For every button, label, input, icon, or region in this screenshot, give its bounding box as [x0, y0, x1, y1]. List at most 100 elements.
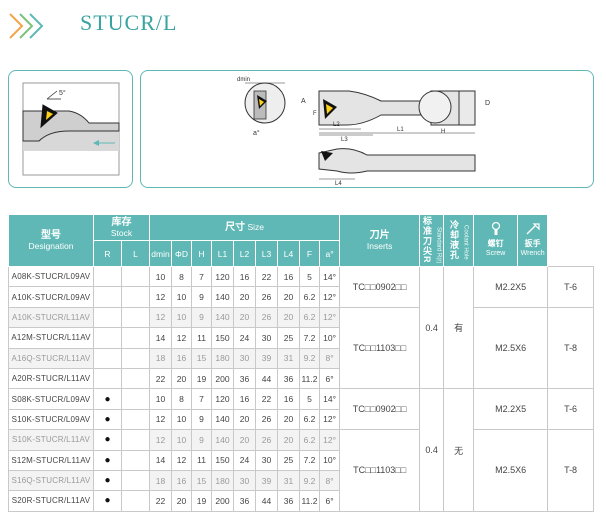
nose-en: Standard R(r)	[435, 226, 442, 264]
screw-cell: M2.2X5	[473, 388, 549, 431]
h-cell: 19	[191, 367, 213, 390]
dmin-cell: 10	[149, 265, 173, 288]
l4-cell: 31	[277, 347, 301, 369]
l3-cell: 39	[255, 347, 279, 369]
designation-cell: A08K-STUCR/L09AV	[8, 265, 94, 288]
f-cell: 5	[299, 388, 321, 410]
l2-cell: 20	[233, 408, 257, 431]
stock-l-cell	[120, 449, 151, 471]
table-row: S10K-STUCR/L09AV ● 12 10 9 140 20 26 20 …	[8, 408, 594, 431]
l1-cell: 120	[211, 265, 235, 288]
dmin-cell: 12	[149, 286, 173, 308]
designation-cell: S12M-STUCR/L11AV	[8, 449, 94, 471]
insert-detail-panel: 5°	[8, 70, 133, 188]
col-angle: a°	[319, 240, 341, 267]
coolant-cn: 冷却液孔	[448, 219, 459, 260]
coolant-en: Coolant Hole	[462, 224, 469, 260]
dim-a-label: A	[301, 98, 306, 105]
l1-cell: 150	[211, 449, 235, 471]
l4-cell: 20	[277, 286, 301, 308]
tool-drawing: dmin a° A F D H L2 L3 L1 L4	[237, 77, 490, 187]
col-l1: L1	[211, 240, 235, 267]
col-l2: L2	[233, 240, 257, 267]
stock-r-cell	[93, 367, 122, 390]
phid-cell: 16	[171, 469, 193, 492]
model-cn: 型号	[41, 230, 61, 241]
l3-cell: 22	[255, 265, 279, 288]
l1-cell: 140	[211, 286, 235, 308]
chevron-right-icon	[9, 13, 44, 39]
designation-cell: S10K-STUCR/L11AV	[8, 429, 94, 451]
nose-cn: 标准刀尖R	[421, 215, 432, 264]
h-cell: 11	[191, 327, 213, 349]
nose-radius-cell: 0.4	[419, 265, 445, 390]
wrench-cn: 扳手	[524, 239, 541, 248]
l2-cell: 16	[233, 265, 257, 288]
phid-cell: 8	[171, 265, 193, 288]
l1-cell: 140	[211, 429, 235, 451]
wrench-cell: T-8	[547, 306, 594, 390]
dmin-cell: 10	[149, 388, 173, 410]
insert-cell: TC□□0902□□	[339, 266, 421, 308]
angle-cell: 8°	[319, 347, 341, 369]
l3-cell: 30	[255, 449, 279, 471]
angle-cell: 14°	[319, 265, 341, 288]
l2-cell: 20	[233, 306, 257, 329]
dmin-cell: 14	[149, 449, 173, 471]
angle-cell: 12°	[319, 306, 341, 329]
f-cell: 6.2	[299, 306, 321, 329]
coolant-cell: 有	[443, 265, 475, 390]
dim-l3-label: L3	[341, 137, 348, 143]
col-l: L	[120, 240, 151, 267]
col-stock: 库存 Stock	[92, 214, 151, 241]
l1-cell: 140	[211, 408, 235, 431]
col-h: H	[191, 240, 213, 267]
l2-cell: 20	[233, 429, 257, 451]
table-row: S20R-STUCR/L11AV ● 22 20 19 200 36 44 36…	[8, 490, 594, 512]
h-cell: 9	[191, 429, 213, 451]
f-cell: 5	[299, 265, 321, 288]
designation-cell: S16Q-STUCR/L11AV	[8, 469, 94, 492]
l4-cell: 25	[277, 449, 301, 471]
dim-l1-label: L1	[397, 127, 404, 133]
col-wrench: 扳手 Wrench	[517, 214, 549, 267]
l3-cell: 26	[255, 286, 279, 308]
stock-l-cell	[120, 265, 151, 288]
insert-detail-drawing: 5°	[22, 82, 120, 176]
h-cell: 19	[191, 490, 213, 512]
screw-cell: M2.5X6	[473, 429, 549, 512]
dim-l4-label: L4	[335, 181, 342, 187]
model-en: Designation	[28, 241, 74, 251]
col-r: R	[93, 240, 122, 267]
stock-r-cell	[93, 265, 122, 288]
l2-cell: 24	[233, 449, 257, 471]
dmin-cell: 22	[149, 490, 173, 512]
col-nose-radius: 标准刀尖R Standard R(r)	[419, 214, 445, 267]
dmin-cell: 22	[149, 367, 173, 390]
l1-cell: 120	[211, 388, 235, 410]
h-cell: 7	[191, 265, 213, 288]
stock-r-cell	[93, 286, 122, 308]
l3-cell: 26	[255, 429, 279, 451]
table-row: S16Q-STUCR/L11AV ● 18 16 15 180 30 39 31…	[8, 469, 594, 492]
angle-cell: 6°	[319, 490, 341, 512]
col-phid: ΦD	[171, 240, 193, 267]
phid-cell: 10	[171, 286, 193, 308]
col-screw: 螺钉 Screw	[473, 214, 519, 267]
dmin-cell: 18	[149, 347, 173, 369]
col-size: 尺寸 Size	[149, 214, 341, 241]
l2-cell: 30	[233, 347, 257, 369]
stock-r-cell: ●	[93, 408, 122, 431]
angle-cell: 12°	[319, 408, 341, 431]
h-cell: 15	[191, 469, 213, 492]
h-cell: 9	[191, 306, 213, 329]
insert-en: Inserts	[366, 241, 393, 251]
f-cell: 6.2	[299, 429, 321, 451]
stock-r-cell: ●	[93, 449, 122, 471]
stock-l-cell	[120, 408, 151, 431]
angle-cell: 10°	[319, 327, 341, 349]
stock-l-cell	[120, 327, 151, 349]
table-row: S08K-STUCR/L09AV ● 10 8 7 120 16 22 16 5…	[8, 388, 594, 512]
h-cell: 15	[191, 347, 213, 369]
table-row: A20R-STUCR/L11AV 22 20 19 200 36 44 36 1…	[8, 367, 594, 390]
